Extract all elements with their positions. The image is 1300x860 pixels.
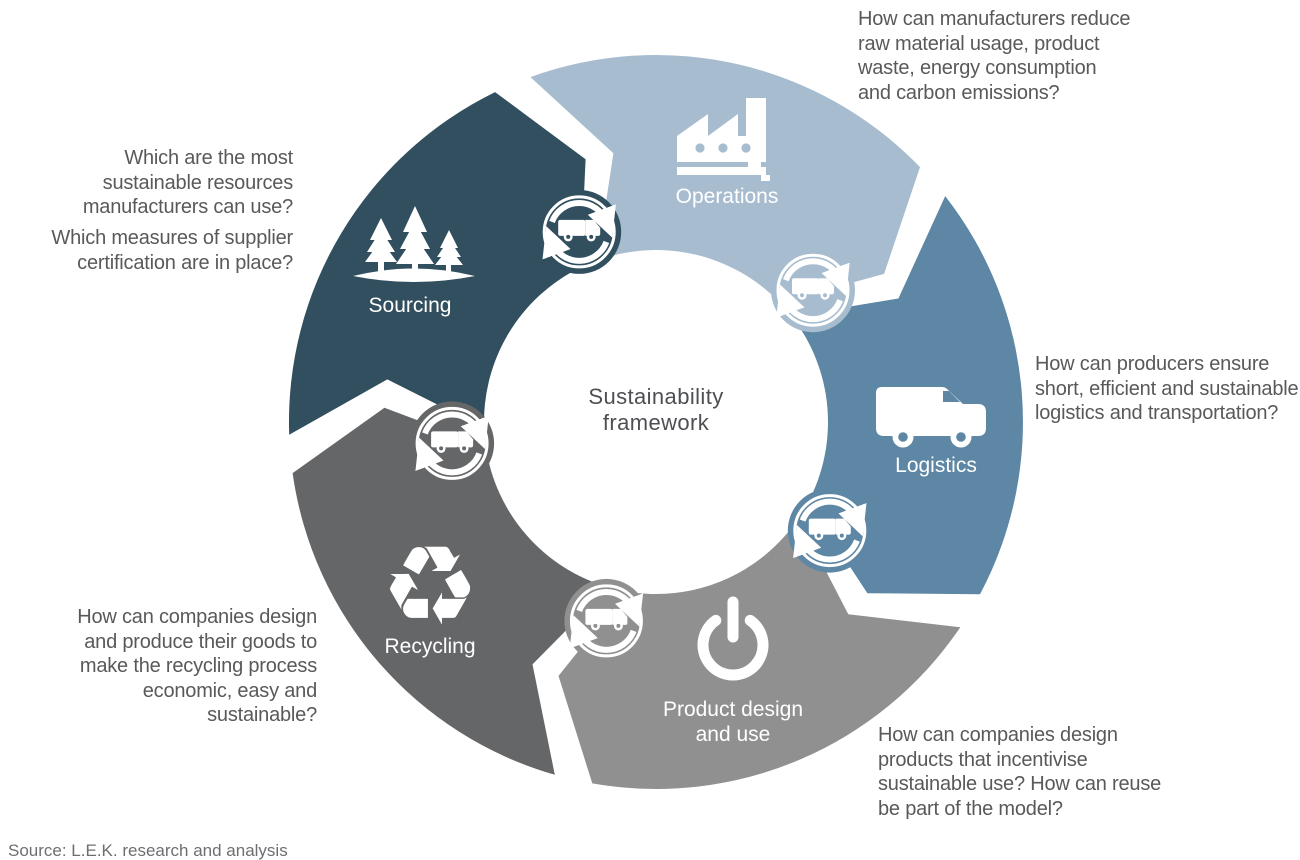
factory-icon xyxy=(677,98,770,181)
van-icon xyxy=(876,387,986,448)
trees-icon xyxy=(353,206,475,282)
truck-cycle-icon xyxy=(564,578,649,663)
truck-cycle-icon xyxy=(787,488,872,573)
segment-label-logistics: Logistics xyxy=(895,454,977,477)
recycle-icon: ♻ xyxy=(381,522,480,650)
segment-label-recycling: Recycling xyxy=(384,635,475,658)
truck-cycle-icon xyxy=(410,401,495,486)
question-sourcing-2: Which measures of supplier certification… xyxy=(51,227,293,274)
segment-recycling xyxy=(292,407,609,775)
segment-label-operations: Operations xyxy=(676,185,779,208)
question-logistics: How can producers ensure short, efficien… xyxy=(1035,353,1299,424)
truck-cycle-icon xyxy=(771,248,855,333)
segment-label-sourcing: Sourcing xyxy=(369,294,452,317)
source-note: Source: L.E.K. research and analysis xyxy=(8,841,288,860)
question-recycling: How can companies design and produce the… xyxy=(77,606,317,726)
diagram-center-title: Sustainability framework xyxy=(588,384,724,435)
question-sourcing-1: Which are the most sustainable resources… xyxy=(82,147,293,218)
segment-operations xyxy=(530,54,920,303)
power-icon xyxy=(697,596,769,681)
question-product-design: How can companies design products that i… xyxy=(878,724,1162,820)
question-operations: How can manufacturers reduce raw materia… xyxy=(858,8,1131,104)
truck-cycle-icon xyxy=(537,189,622,274)
